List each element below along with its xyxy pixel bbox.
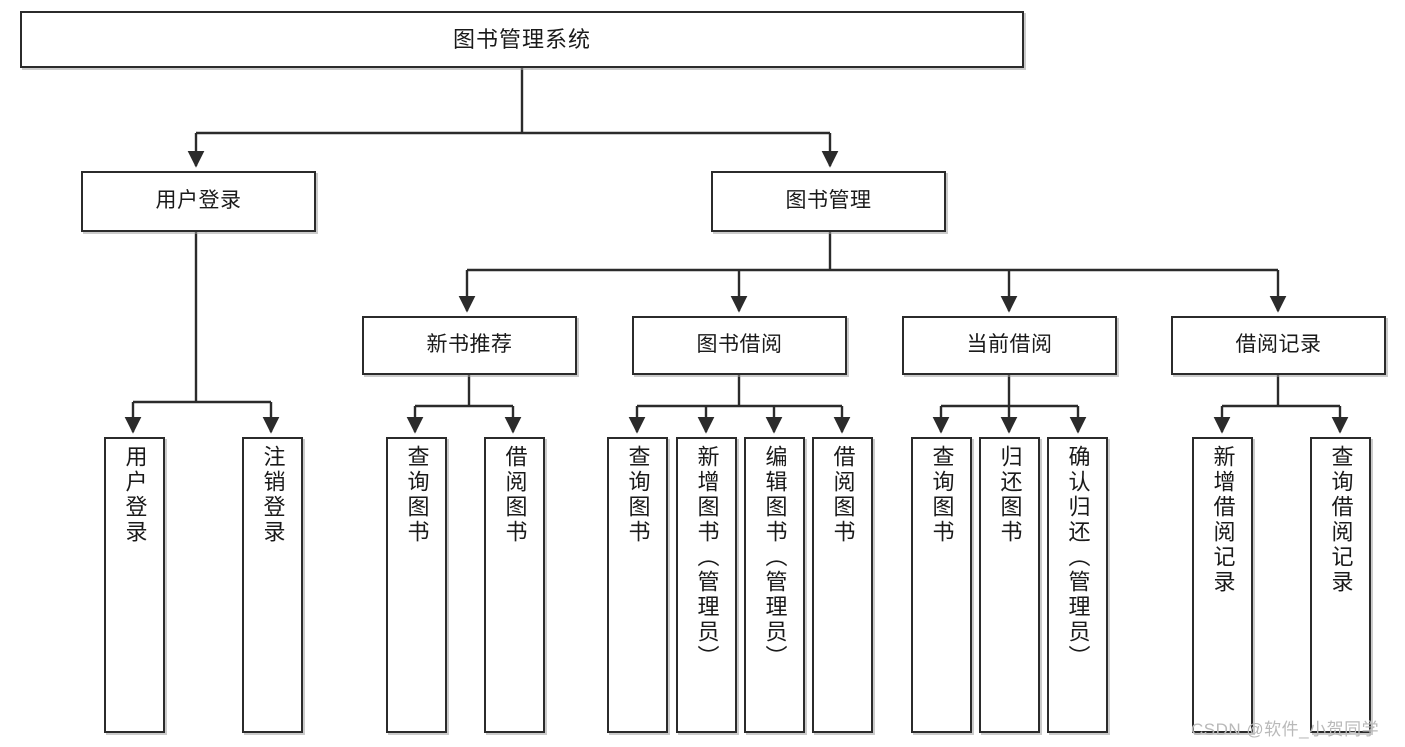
node-label: 查询图书 — [929, 445, 955, 545]
node-label: 用户登录 — [155, 189, 242, 213]
leaf-add-book[interactable]: 新增图书（管理员） — [676, 437, 737, 733]
node-book-borrow[interactable]: 图书借阅 — [632, 316, 847, 375]
node-label: 借阅记录 — [1235, 333, 1322, 357]
node-label: 归还图书 — [997, 445, 1023, 545]
node-label: 确认归还（管理员） — [1065, 445, 1091, 670]
node-book-management-system[interactable]: 图书管理系统 — [20, 11, 1024, 68]
node-user-login[interactable]: 用户登录 — [81, 171, 316, 232]
node-label: 新增图书（管理员） — [694, 445, 720, 670]
leaf-borrow-book[interactable]: 借阅图书 — [812, 437, 873, 733]
node-label: 注销登录 — [260, 445, 286, 545]
csdn-watermark: CSDN @软件_小贺同学 — [1191, 720, 1380, 739]
node-label: 图书借阅 — [696, 333, 783, 357]
node-label: 查询借阅记录 — [1328, 445, 1354, 595]
node-label: 图书管理 — [785, 189, 872, 213]
node-label: 新增借阅记录 — [1210, 445, 1236, 595]
node-label: 查询图书 — [625, 445, 651, 545]
node-label: 图书管理系统 — [452, 26, 591, 52]
leaf-query-book-recommend[interactable]: 查询图书 — [386, 437, 447, 733]
leaf-add-borrow-record[interactable]: 新增借阅记录 — [1192, 437, 1253, 733]
node-current-borrow[interactable]: 当前借阅 — [902, 316, 1117, 375]
leaf-logout[interactable]: 注销登录 — [242, 437, 303, 733]
leaf-user-login[interactable]: 用户登录 — [104, 437, 165, 733]
leaf-return-book[interactable]: 归还图书 — [979, 437, 1040, 733]
node-book-management[interactable]: 图书管理 — [711, 171, 946, 232]
leaf-query-book-borrow[interactable]: 查询图书 — [607, 437, 668, 733]
node-label: 新书推荐 — [426, 333, 513, 357]
node-new-book-recommend[interactable]: 新书推荐 — [362, 316, 577, 375]
node-borrow-record[interactable]: 借阅记录 — [1171, 316, 1386, 375]
leaf-borrow-book-recommend[interactable]: 借阅图书 — [484, 437, 545, 733]
node-label: 借阅图书 — [502, 445, 528, 545]
node-label: 借阅图书 — [830, 445, 856, 545]
leaf-edit-book[interactable]: 编辑图书（管理员） — [744, 437, 805, 733]
leaf-query-book-current[interactable]: 查询图书 — [911, 437, 972, 733]
node-label: 编辑图书（管理员） — [762, 445, 788, 670]
node-label: 查询图书 — [404, 445, 430, 545]
leaf-query-borrow-record[interactable]: 查询借阅记录 — [1310, 437, 1371, 733]
leaf-confirm-return[interactable]: 确认归还（管理员） — [1047, 437, 1108, 733]
node-label: 用户登录 — [122, 445, 148, 545]
node-label: 当前借阅 — [966, 333, 1053, 357]
